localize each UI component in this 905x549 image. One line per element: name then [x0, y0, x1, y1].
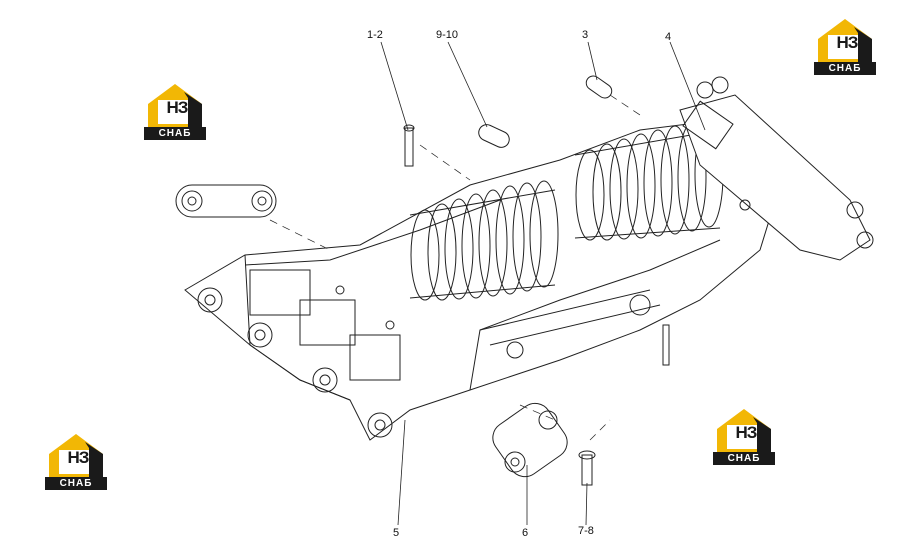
logo-house-icon [148, 84, 202, 127]
logo-house-icon [717, 409, 771, 452]
watermark-logo: НЗ СНАБ [45, 432, 107, 490]
logo-mark: НЗ [836, 33, 859, 52]
logo-word: СНАБ [814, 62, 876, 75]
watermark-logo: НЗ СНАБ [713, 407, 775, 465]
logo-word: СНАБ [144, 127, 206, 140]
pin-7-8 [578, 450, 596, 486]
logo-mark: НЗ [166, 98, 189, 117]
link-plate-lower [492, 402, 568, 478]
logo-house-icon [818, 19, 872, 62]
spring-coil-left [409, 180, 559, 301]
callout-9-10: 9-10 [436, 29, 459, 41]
logo-mark: НЗ [735, 423, 758, 442]
watermark-logo: НЗ СНАБ [144, 82, 206, 140]
logo-word: СНАБ [45, 477, 107, 490]
watermark-logo: НЗ СНАБ [814, 17, 876, 75]
callout-3: 3 [582, 29, 589, 41]
logo-mark: НЗ [67, 448, 90, 467]
rear-frame [679, 76, 874, 261]
callout-4: 4 [665, 31, 672, 43]
pin-right [662, 324, 670, 366]
link-plate-upper [175, 184, 277, 218]
leader-lines [380, 41, 706, 526]
cap-9-10 [478, 124, 510, 148]
callout-6: 6 [522, 527, 529, 539]
callout-1-2: 1-2 [367, 29, 383, 41]
callout-7-8: 7-8 [578, 525, 594, 537]
pin-1-2 [403, 124, 415, 167]
logo-word: СНАБ [713, 452, 775, 465]
assembly-axes [269, 94, 641, 441]
logo-house-icon [49, 434, 103, 477]
bushing-3 [585, 75, 613, 99]
callout-5: 5 [393, 527, 400, 539]
